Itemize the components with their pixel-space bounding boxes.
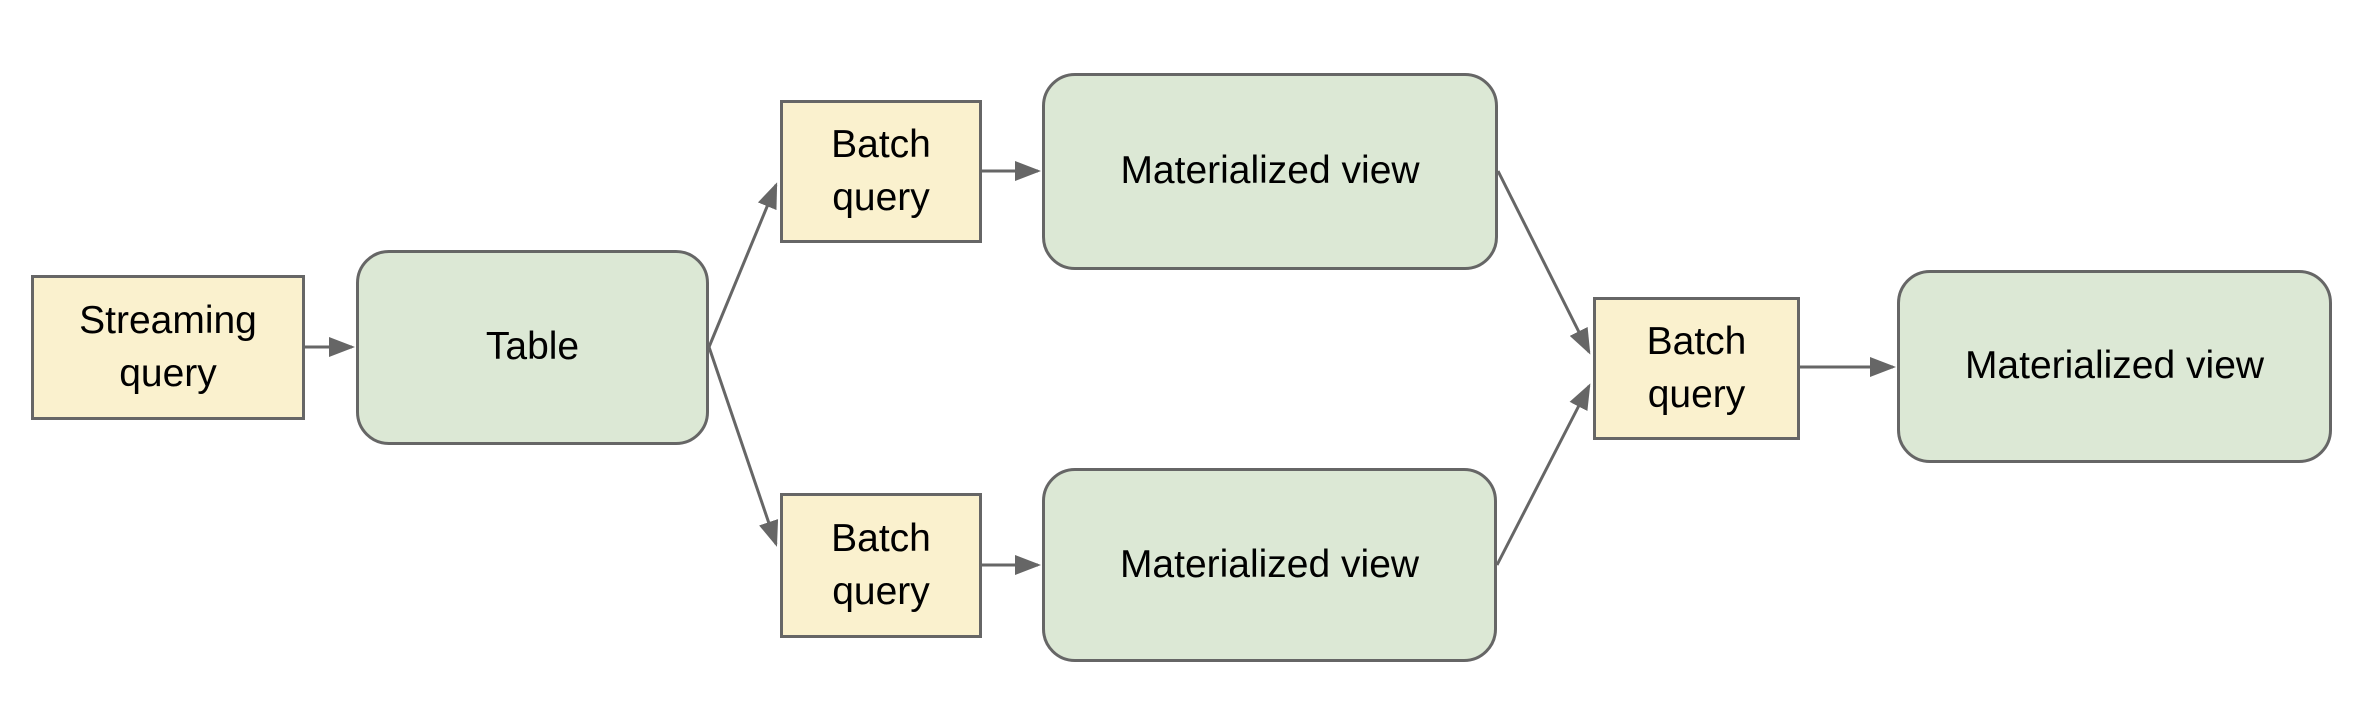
node-materialized-view-right-label: Materialized view <box>1964 344 2265 388</box>
node-batch-query-bottom: Batch query <box>780 493 982 638</box>
node-batch-query-top: Batch query <box>780 100 982 243</box>
node-batch-query-right-label: Batch query <box>1646 319 1747 416</box>
node-materialized-view-right: Materialized view <box>1897 270 2332 463</box>
node-materialized-view-top-label: Materialized view <box>1120 149 1420 193</box>
node-batch-query-right: Batch query <box>1593 297 1800 440</box>
edge-table-to-batch-query-bottom <box>707 346 779 547</box>
node-table: Table <box>356 250 709 445</box>
node-streaming-query: Streaming query <box>31 275 305 420</box>
node-streaming-query-label: Streaming query <box>79 298 257 395</box>
node-materialized-view-bottom: Materialized view <box>1042 468 1497 662</box>
node-materialized-view-top: Materialized view <box>1042 73 1498 270</box>
edge-materialized-view-bottom-to-batch-query-right <box>1495 383 1591 566</box>
node-materialized-view-bottom-label: Materialized view <box>1119 542 1420 586</box>
node-batch-query-bottom-label: Batch query <box>831 516 931 613</box>
node-table-label: Table <box>485 325 580 369</box>
node-batch-query-top-label: Batch query <box>831 122 931 219</box>
edge-table-to-batch-query-top <box>707 182 778 348</box>
edge-materialized-view-top-to-batch-query-right <box>1496 170 1591 355</box>
